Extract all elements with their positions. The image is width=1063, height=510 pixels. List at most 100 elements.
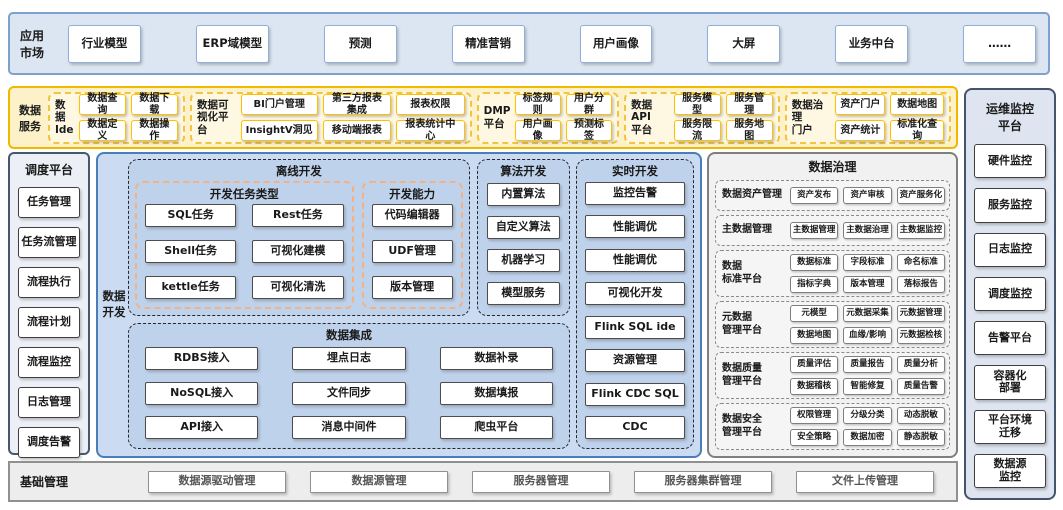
module-box: 分级分类 — [843, 407, 892, 424]
group-label: 数据 Ide — [55, 98, 74, 136]
data-services-label: 数据 服务 — [19, 103, 41, 133]
module-box: 质量分析 — [896, 356, 945, 373]
section-items: 元模型元数据采集元数据管理数据地图血缘/影响元数据检核 — [790, 305, 945, 344]
section-title: 算法开发 — [500, 164, 547, 178]
module-box: 精准营销 — [451, 24, 525, 63]
module-box: 质量评估 — [790, 356, 839, 373]
group-dmp-platform: DMP 平台 标签规则用户分群用户画像预测标签 — [476, 91, 620, 144]
module-box: 模型服务 — [486, 282, 560, 305]
module-box: 质量报告 — [843, 356, 892, 373]
module-box: 数据稽核 — [790, 378, 839, 395]
module-box: 可视化建模 — [252, 240, 344, 263]
module-box: 日志监控 — [974, 232, 1046, 267]
module-box: 版本管理 — [371, 276, 453, 299]
module-box: 安全策略 — [790, 429, 839, 446]
module-box: 平台环境 迁移 — [974, 409, 1046, 444]
module-box: 调度告警 — [18, 427, 80, 458]
group-items: 标签规则用户分群用户画像预测标签 — [514, 93, 613, 142]
module-box: 数据定义 — [78, 119, 126, 142]
module-box: 智能修复 — [843, 378, 892, 395]
module-box: 资产服务化 — [896, 187, 945, 204]
group-data-api-platform: 数据API 平台 服务模型服务管理服务限流服务地图 — [624, 91, 780, 144]
module-box: 资源管理 — [585, 349, 685, 373]
module-box: 数据源驱动管理 — [148, 470, 286, 493]
module-box: kettle任务 — [145, 276, 237, 299]
scheduler-title: 调度平台 — [24, 163, 73, 177]
module-box: ERP域模型 — [195, 24, 269, 63]
module-box: 自定义算法 — [486, 216, 560, 239]
module-box: 报表权限 — [396, 94, 465, 115]
governance-panel: 数据治理 数据资产管理 资产发布资产审核资产服务化 主数据管理 主数据管理主数据… — [707, 152, 958, 458]
module-box: 资产审核 — [843, 187, 892, 204]
module-box: 文件同步 — [292, 381, 406, 405]
module-box: 主数据治理 — [843, 222, 892, 239]
module-box: 报表统计中心 — [396, 119, 465, 142]
module-box: 第三方报表集成 — [322, 93, 392, 116]
module-box: 可视化开发 — [585, 282, 685, 306]
master-data-section: 主数据管理 主数据管理主数据治理主数据监控 — [715, 215, 950, 246]
metadata-section: 元数据 管理平台 元模型元数据采集元数据管理数据地图血缘/影响元数据检核 — [715, 301, 950, 348]
module-box: 主数据管理 — [790, 222, 839, 239]
section-label: 数据质量 管理平台 — [722, 363, 762, 387]
section-items: 资产发布资产审核资产服务化 — [790, 187, 945, 204]
module-box: API接入 — [145, 416, 259, 439]
module-box: 流程监控 — [18, 347, 80, 378]
section-title: 数据集成 — [326, 328, 372, 342]
module-box: 数据填报 — [439, 381, 553, 405]
module-box: 动态脱敏 — [896, 407, 945, 424]
governance-title: 数据治理 — [808, 160, 857, 174]
module-box: 质量告警 — [896, 378, 945, 395]
scheduler-items: 任务管理任务流管理流程执行流程计划流程监控日志管理调度告警 — [18, 187, 80, 458]
module-box: 爬虫平台 — [439, 416, 553, 439]
module-box: 机器学习 — [486, 249, 560, 272]
base-mgmt-bar: 基础管理 数据源驱动管理数据源管理服务器管理服务器集群管理文件上传管理 — [8, 461, 958, 502]
module-box: NoSQL接入 — [145, 381, 259, 405]
app-market-label: 应用 市场 — [20, 28, 45, 60]
module-box: 落标报告 — [896, 276, 945, 293]
module-box: 可视化清洗 — [252, 276, 344, 299]
module-box: 移动端报表 — [322, 120, 392, 141]
module-box: 版本管理 — [843, 276, 892, 293]
module-box: 服务器集群管理 — [634, 470, 772, 493]
group-label: 数据API 平台 — [631, 98, 653, 136]
section-items: 主数据管理主数据治理主数据监控 — [790, 222, 945, 239]
base-mgmt-label: 基础管理 — [20, 475, 69, 489]
module-box: 标准化查询 — [890, 119, 944, 142]
ops-items: 硬件监控服务监控日志监控调度监控告警平台容器化 部署平台环境 迁移数据源 监控 — [974, 144, 1046, 488]
data-quality-section: 数据质量 管理平台 质量评估质量报告质量分析数据稽核智能修复质量告警 — [715, 352, 950, 399]
group-data-ide: 数据 Ide 数据查询数据下载数据定义数据操作 — [48, 91, 185, 144]
module-box: BI门户管理 — [240, 94, 318, 115]
module-box: 数据源管理 — [310, 470, 448, 493]
module-box: SQL任务 — [145, 204, 237, 227]
group-label: DMP 平台 — [483, 104, 511, 130]
module-box: …… — [963, 24, 1036, 63]
section-label: 主数据管理 — [722, 224, 772, 236]
group-title: 开发能力 — [389, 187, 436, 201]
module-box: 行业模型 — [68, 24, 141, 63]
group-label: 数据治理 门户 — [791, 98, 824, 136]
module-box: Rest任务 — [252, 204, 344, 227]
module-box: 数据查询 — [78, 93, 126, 116]
module-box: 预测标签 — [565, 119, 613, 142]
section-items: 内置算法自定义算法机器学习模型服务 — [478, 181, 569, 315]
module-box: 数据下载 — [130, 93, 178, 116]
module-box: 服务地图 — [725, 119, 773, 142]
module-box: 告警平台 — [974, 321, 1046, 356]
module-box: 命名标准 — [896, 254, 945, 271]
group-governance-portal: 数据治理 门户 资产门户数据地图资产统计标准化查询 — [784, 91, 951, 144]
module-box: 指标字典 — [790, 276, 839, 293]
module-box: 性能调优 — [585, 215, 685, 239]
module-box: UDF管理 — [371, 240, 453, 263]
module-box: 数据操作 — [130, 119, 178, 142]
section-title: 离线开发 — [275, 164, 322, 178]
module-box: 埋点日志 — [292, 347, 406, 370]
section-label: 数据 标准平台 — [722, 261, 762, 285]
